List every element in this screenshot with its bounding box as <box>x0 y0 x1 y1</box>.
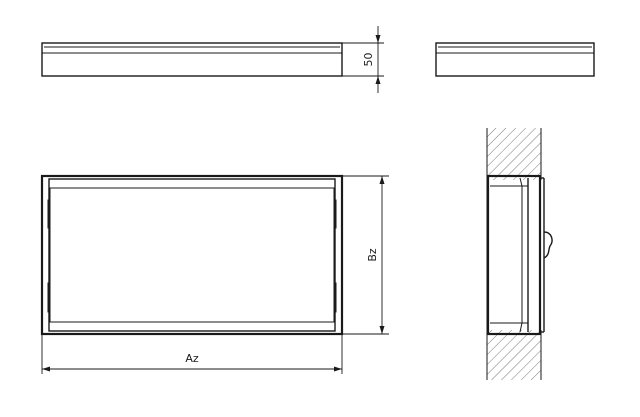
height-label: Bz <box>366 248 379 262</box>
width-label: Az <box>185 352 199 365</box>
top-view-front <box>41 42 343 77</box>
front-view <box>40 174 344 336</box>
side-section-view <box>486 128 553 380</box>
depth-dimension: 50 <box>342 26 384 93</box>
height-dimension: Bz <box>342 175 389 335</box>
width-dimension: Az <box>41 334 343 374</box>
top-view-side <box>435 42 595 77</box>
depth-label: 50 <box>362 53 375 67</box>
